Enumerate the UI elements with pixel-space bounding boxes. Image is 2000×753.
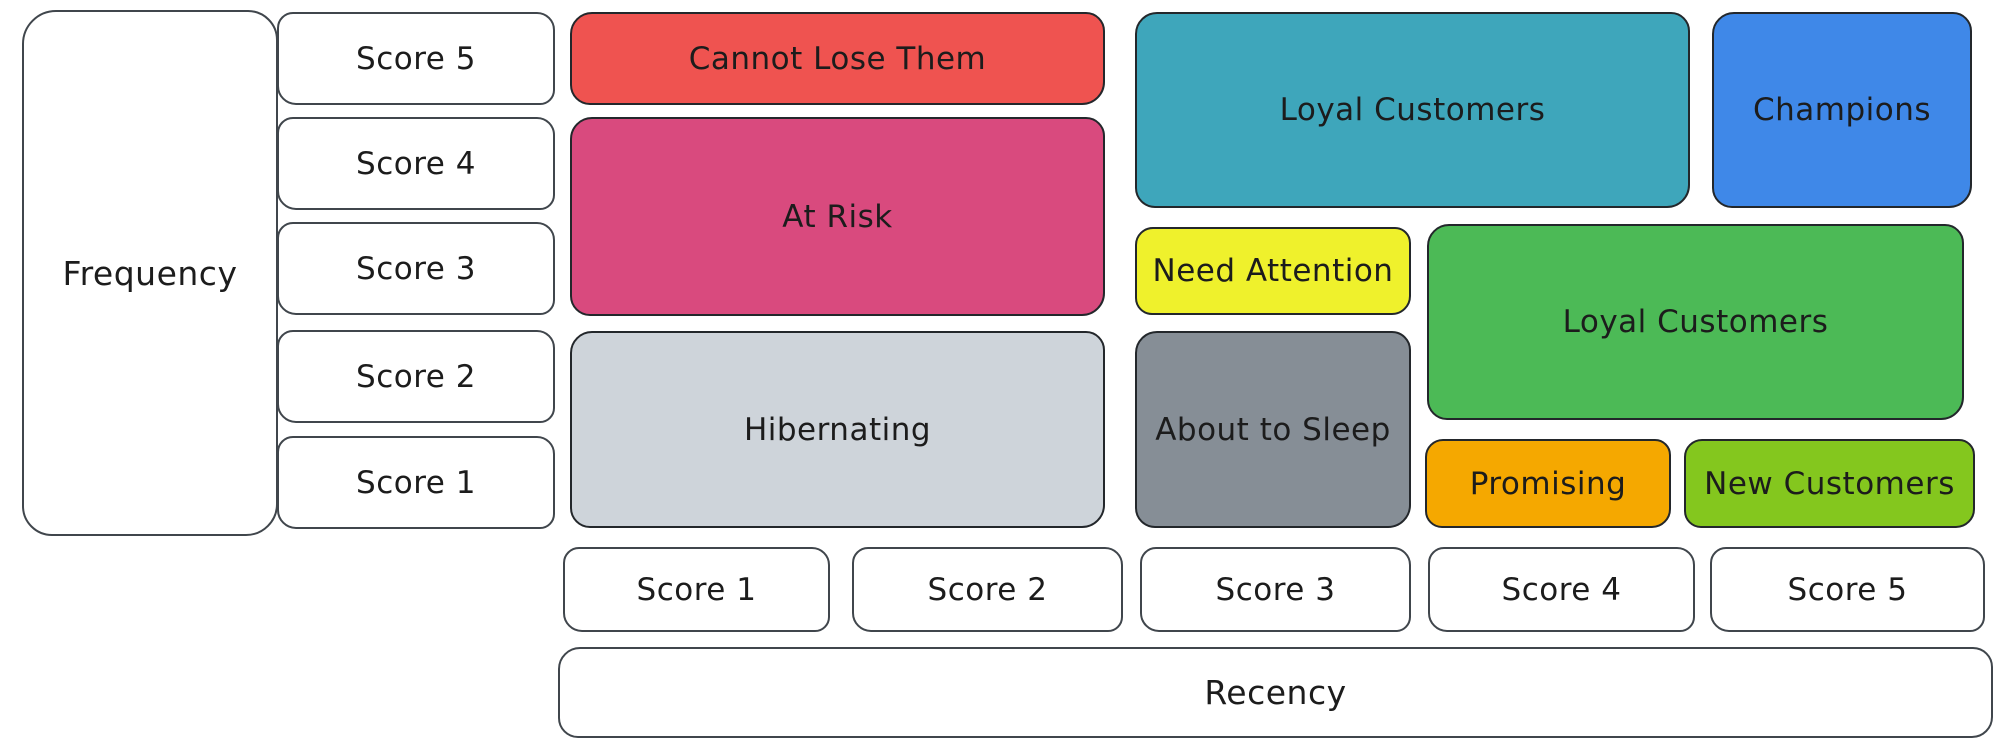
- frequency-score-2-box: Score 2: [277, 330, 555, 423]
- segment-label: Champions: [1752, 92, 1932, 128]
- recency-score-4-box: Score 4: [1428, 547, 1695, 632]
- frequency-axis-label: Frequency: [62, 253, 238, 293]
- recency-score-label: Score 1: [636, 571, 757, 608]
- segment-champions: Champions: [1712, 12, 1972, 208]
- segment-label: About to Sleep: [1155, 411, 1391, 448]
- frequency-score-1-box: Score 1: [277, 436, 555, 529]
- segment-hibernating: Hibernating: [570, 331, 1105, 528]
- frequency-score-label: Score 4: [356, 145, 476, 182]
- segment-promising: Promising: [1425, 439, 1671, 528]
- recency-score-label: Score 4: [1501, 571, 1622, 608]
- segment-label: Loyal Customers: [1279, 92, 1546, 128]
- segment-at-risk: At Risk: [570, 117, 1105, 316]
- recency-score-5-box: Score 5: [1710, 547, 1985, 632]
- segment-cannot-lose-them: Cannot Lose Them: [570, 12, 1105, 105]
- segment-label: Need Attention: [1152, 253, 1394, 289]
- recency-score-label: Score 2: [927, 571, 1048, 608]
- recency-score-label: Score 3: [1215, 571, 1336, 608]
- recency-score-1-box: Score 1: [563, 547, 830, 632]
- segment-label: At Risk: [782, 198, 893, 235]
- segment-need-attention: Need Attention: [1135, 227, 1411, 315]
- segment-label: Promising: [1469, 465, 1627, 502]
- segment-label: Hibernating: [743, 411, 932, 448]
- recency-score-2-box: Score 2: [852, 547, 1123, 632]
- frequency-score-label: Score 5: [356, 40, 476, 77]
- frequency-score-4-box: Score 4: [277, 117, 555, 210]
- segment-label: Loyal Customers: [1562, 304, 1829, 340]
- frequency-score-label: Score 1: [356, 464, 476, 501]
- frequency-score-label: Score 2: [356, 358, 476, 395]
- recency-axis-box: Recency: [558, 647, 1993, 738]
- frequency-score-5-box: Score 5: [277, 12, 555, 105]
- segment-about-to-sleep: About to Sleep: [1135, 331, 1411, 528]
- segment-loyal-customers-teal: Loyal Customers: [1135, 12, 1690, 208]
- frequency-score-3-box: Score 3: [277, 222, 555, 315]
- segment-label: New Customers: [1704, 465, 1955, 502]
- recency-score-label: Score 5: [1787, 571, 1908, 608]
- frequency-score-label: Score 3: [356, 250, 476, 287]
- frequency-axis-box: Frequency: [22, 10, 278, 536]
- recency-axis-label: Recency: [1204, 673, 1347, 712]
- segment-new-customers: New Customers: [1684, 439, 1975, 528]
- segment-label: Cannot Lose Them: [688, 40, 987, 77]
- segment-loyal-customers-green: Loyal Customers: [1427, 224, 1964, 420]
- recency-score-3-box: Score 3: [1140, 547, 1411, 632]
